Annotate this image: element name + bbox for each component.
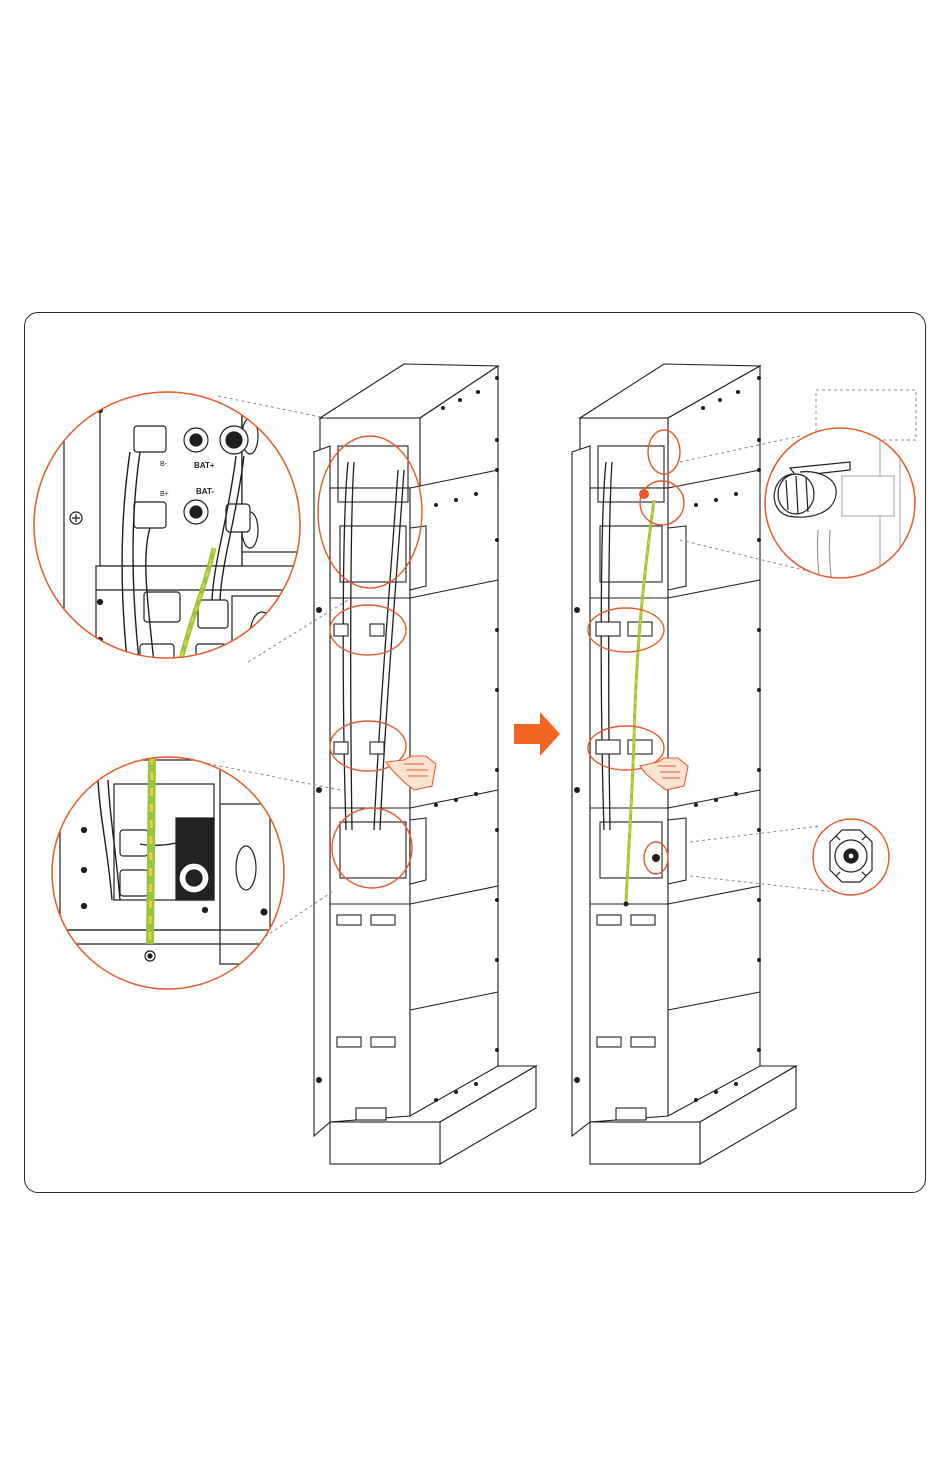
zoom-detail-ground-terminal bbox=[52, 756, 284, 989]
label-bat-minus: BAT- bbox=[196, 487, 214, 496]
label-b-plus: B+ bbox=[160, 491, 169, 498]
label-b-minus: B- bbox=[160, 461, 168, 468]
highlight-dot bbox=[639, 489, 649, 499]
terminal-cap bbox=[652, 854, 660, 862]
zoom-detail-terminal-cap bbox=[813, 819, 889, 895]
zoom-detail-top-terminals: BAT+ BAT- B- B+ bbox=[34, 392, 306, 700]
label-bat-plus: BAT+ bbox=[194, 461, 215, 470]
zoom-detail-cable-clip bbox=[765, 428, 915, 600]
right-arrow-icon bbox=[514, 712, 560, 756]
